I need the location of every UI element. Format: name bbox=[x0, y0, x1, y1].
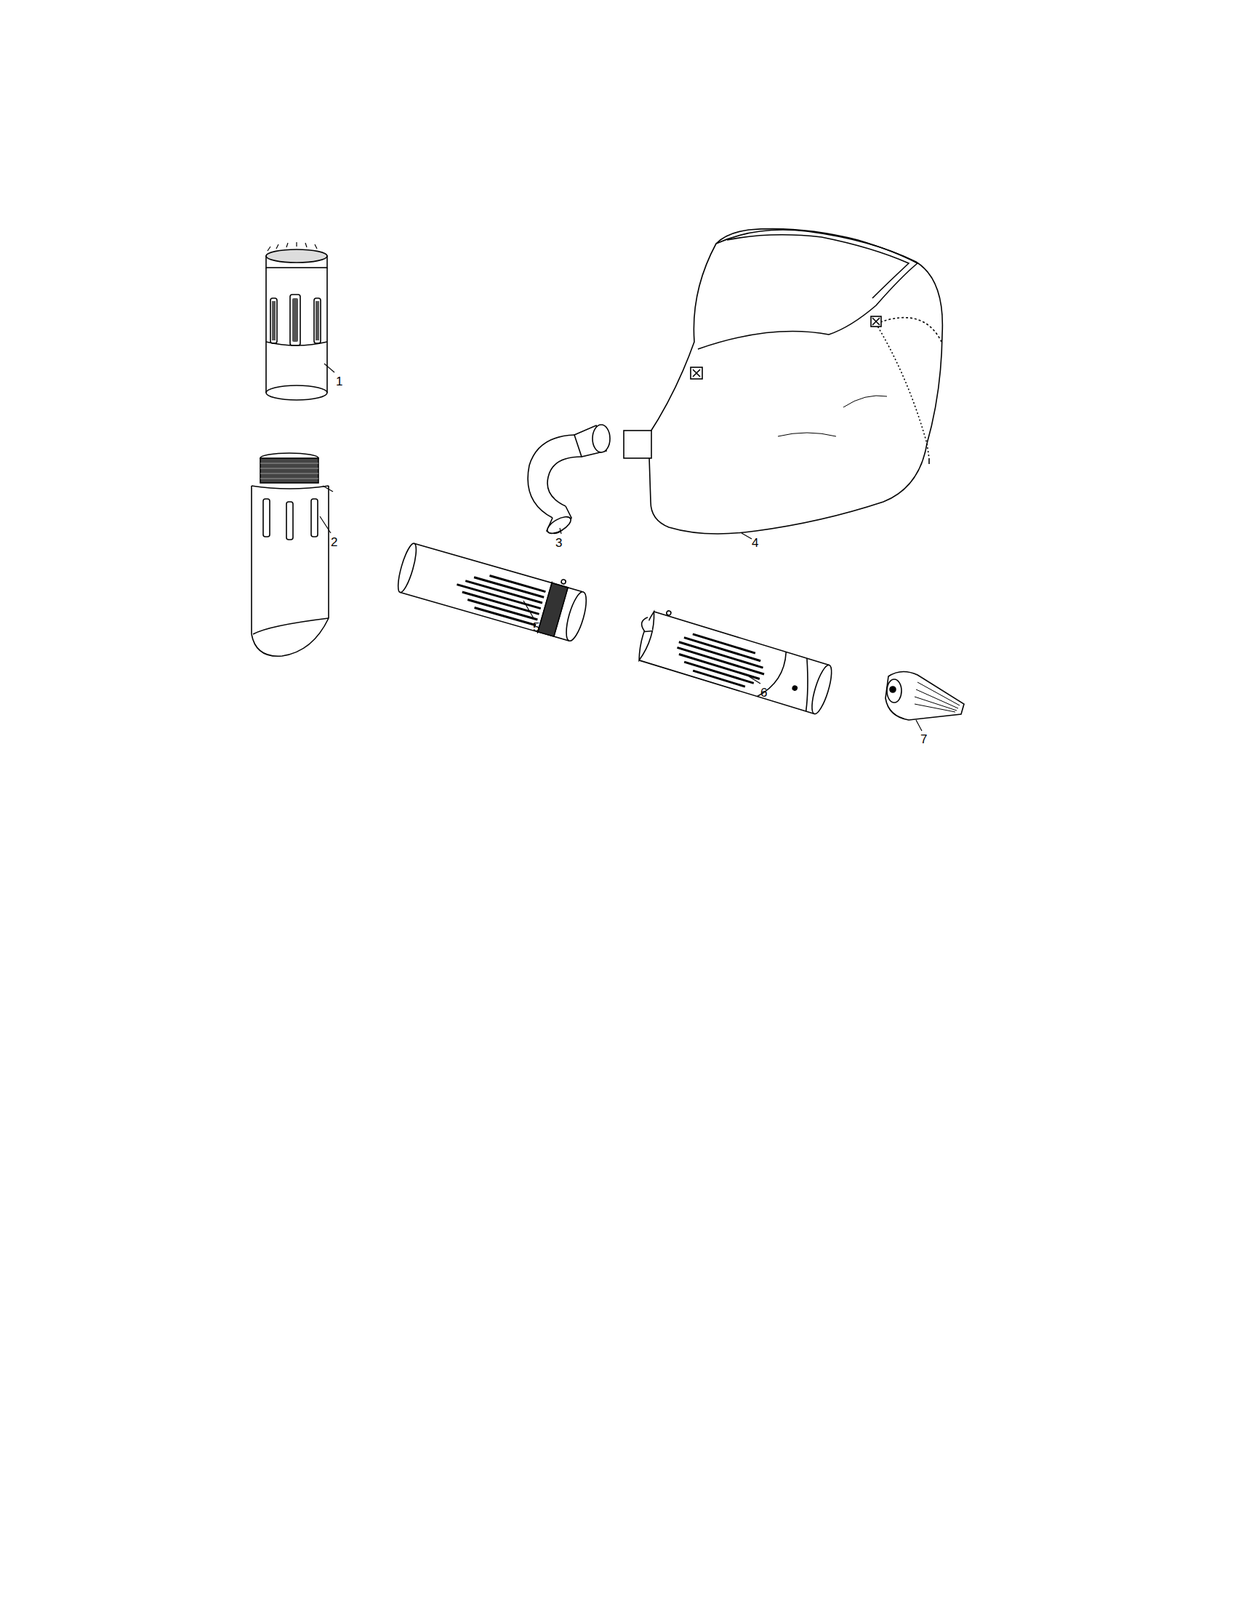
collection-bag bbox=[623, 229, 943, 534]
end-tube bbox=[631, 604, 837, 716]
callout-number: 6 bbox=[760, 686, 767, 699]
upper-tube bbox=[266, 242, 328, 400]
callout-number: 3 bbox=[555, 536, 562, 549]
leader-lines bbox=[319, 363, 922, 731]
callout-number: 1 bbox=[335, 375, 343, 388]
callout-number: 4 bbox=[751, 536, 759, 549]
lower-tube bbox=[251, 452, 333, 656]
callout-number: 7 bbox=[920, 732, 927, 746]
elbow-tube bbox=[527, 424, 610, 537]
nozzle bbox=[885, 671, 965, 720]
callout-number: 2 bbox=[330, 535, 338, 549]
callout-number: 5 bbox=[532, 620, 540, 634]
middle-tube bbox=[394, 535, 592, 645]
